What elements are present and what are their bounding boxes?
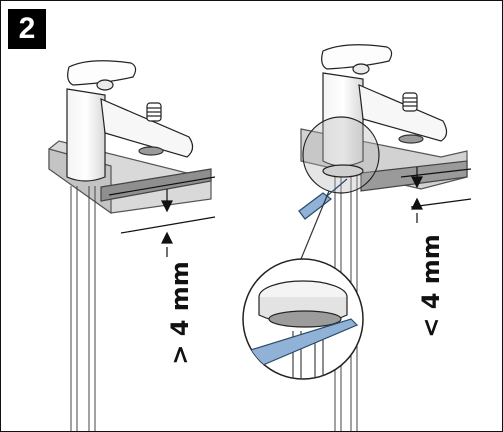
left-faucet-lever [67,60,137,86]
right-faucet [298,44,472,431]
right-popup-knob [402,92,418,112]
left-faucet [48,60,216,431]
left-supply-pipes [70,186,96,431]
step-number-badge: 2 [8,9,46,49]
right-faucet-lever [321,44,393,70]
zoom-detail [242,258,364,380]
base-detail-circle [302,116,380,194]
right-faucet-spout [358,84,448,142]
left-faucet-spout [100,98,194,158]
right-measurement-label: < 4 mm [416,234,445,338]
left-measurement-label: > 4 mm [165,261,194,365]
left-popup-knob [146,102,162,122]
left-faucet-body [66,88,106,182]
gauge-tool [298,192,332,220]
right-gap-dimension [400,167,472,223]
left-gap-dimension [108,176,216,257]
